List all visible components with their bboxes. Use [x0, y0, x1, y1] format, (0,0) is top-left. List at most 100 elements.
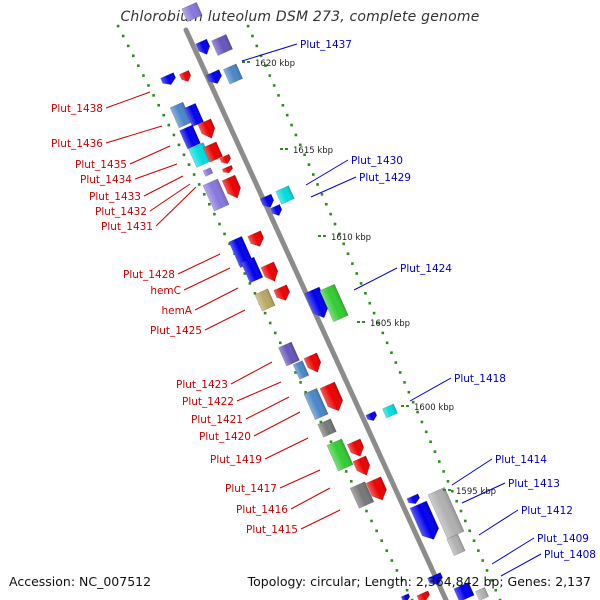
gene-label[interactable]: Plut_1419 [210, 454, 262, 466]
gene-feature[interactable] [349, 481, 375, 509]
gene-label[interactable]: Plut_1421 [191, 414, 243, 426]
gene-label[interactable]: Plut_1437 [300, 39, 352, 51]
gene-feature[interactable] [259, 193, 276, 210]
gene-feature[interactable] [202, 141, 224, 163]
scale-dot [424, 430, 428, 434]
gene-feature[interactable] [197, 118, 218, 141]
scale-dot [157, 103, 160, 107]
gene-feature[interactable] [278, 341, 300, 367]
gene-feature[interactable] [270, 204, 283, 217]
gene-feature[interactable] [181, 1, 203, 23]
gene-feature[interactable] [260, 261, 281, 284]
gene-feature[interactable] [319, 381, 346, 414]
gene-feature[interactable] [202, 167, 214, 177]
gene-label[interactable]: Plut_1416 [236, 504, 288, 516]
scale-dot [481, 559, 485, 562]
scale-dot [218, 222, 221, 226]
gene-feature[interactable] [346, 438, 366, 459]
gene-feature[interactable] [453, 581, 475, 600]
gene-label[interactable]: Plut_1414 [495, 454, 547, 466]
gene-label[interactable]: Plut_1438 [51, 103, 103, 115]
gene-feature[interactable] [179, 124, 201, 150]
gene-label[interactable]: Plut_1432 [95, 206, 147, 218]
gene-feature[interactable] [160, 72, 178, 88]
gene-feature[interactable] [475, 587, 489, 600]
gene-feature[interactable] [195, 38, 213, 57]
gene-label[interactable]: Plut_1409 [537, 533, 589, 545]
scale-dot [273, 331, 277, 335]
scale-dot [277, 94, 280, 97]
gene-label[interactable]: Plut_1412 [521, 505, 573, 517]
gene-feature[interactable] [319, 283, 349, 323]
gene-label[interactable]: Plut_1436 [51, 138, 103, 150]
gene-label[interactable]: Plut_1418 [454, 373, 506, 385]
scale-dot [213, 212, 216, 216]
gene-feature[interactable] [221, 164, 234, 175]
gene-feature[interactable] [254, 288, 276, 312]
gene-feature[interactable] [211, 34, 233, 56]
gene-feature[interactable] [409, 500, 442, 543]
scale-dot [316, 183, 319, 186]
gene-feature[interactable] [205, 69, 224, 87]
gene-label[interactable]: Plut_1415 [246, 524, 298, 536]
gene-feature[interactable] [446, 533, 466, 557]
gene-leader-line [230, 361, 273, 385]
gene-label[interactable]: Plut_1428 [123, 269, 175, 281]
gene-feature[interactable] [221, 174, 244, 201]
gene-label[interactable]: Plut_1408 [544, 549, 596, 561]
gene-label[interactable]: Plut_1422 [182, 396, 234, 408]
gene-feature[interactable] [273, 284, 292, 303]
scale-dot [494, 588, 498, 592]
scale-dot [380, 539, 383, 543]
gene-label[interactable]: Plut_1431 [101, 221, 153, 233]
gene-leader-line [105, 125, 163, 144]
gene-feature[interactable] [365, 410, 378, 422]
gene-feature[interactable] [416, 590, 431, 600]
gene-label[interactable]: Plut_1429 [359, 172, 411, 184]
gene-feature[interactable] [427, 487, 465, 539]
gene-feature[interactable] [427, 572, 445, 588]
scale-dot [368, 301, 372, 305]
gene-feature[interactable] [292, 360, 310, 380]
scale-dot [433, 450, 437, 453]
gene-feature[interactable] [303, 352, 324, 375]
gene-label[interactable]: Plut_1433 [89, 191, 141, 203]
gene-feature[interactable] [406, 493, 421, 506]
gene-feature[interactable] [275, 185, 295, 205]
gene-leader-line [478, 509, 519, 536]
scale-dot [472, 539, 476, 543]
gene-feature[interactable] [219, 153, 232, 165]
gene-label[interactable]: Plut_1413 [508, 478, 560, 490]
gene-feature[interactable] [222, 63, 244, 85]
gene-feature[interactable] [202, 178, 230, 212]
gene-label[interactable]: Plut_1425 [150, 325, 202, 337]
scale-dot [455, 499, 458, 503]
gene-feature[interactable] [400, 593, 411, 600]
gene-feature[interactable] [352, 455, 373, 478]
genome-summary: Topology: circular; Length: 2,364,842 bp… [247, 574, 591, 589]
gene-label[interactable]: Plut_1424 [400, 263, 452, 275]
accession-text: Accession: NC_007512 [9, 574, 152, 589]
gene-label[interactable]: Plut_1423 [176, 379, 228, 391]
gene-label[interactable]: hemA [161, 305, 192, 317]
gene-label[interactable]: Plut_1434 [80, 174, 132, 186]
gene-feature[interactable] [184, 103, 204, 127]
gene-feature[interactable] [382, 403, 398, 419]
gene-label[interactable]: Plut_1420 [199, 431, 251, 443]
scale-dot [390, 559, 394, 562]
gene-feature[interactable] [179, 70, 192, 83]
gene-feature[interactable] [247, 230, 266, 249]
gene-feature[interactable] [365, 476, 390, 504]
scale-dot [394, 361, 398, 364]
gene-feature[interactable] [240, 256, 264, 284]
scale-dot [263, 311, 267, 315]
gene-label[interactable]: Plut_1435 [75, 159, 127, 171]
scale-dot [477, 549, 480, 552]
gene-feature[interactable] [326, 438, 354, 472]
gene-label[interactable]: Plut_1430 [351, 155, 403, 167]
gene-label[interactable]: hemC [150, 285, 181, 297]
gene-feature[interactable] [303, 387, 329, 421]
gene-feature[interactable] [317, 418, 337, 438]
gene-label[interactable]: Plut_1417 [225, 483, 277, 495]
